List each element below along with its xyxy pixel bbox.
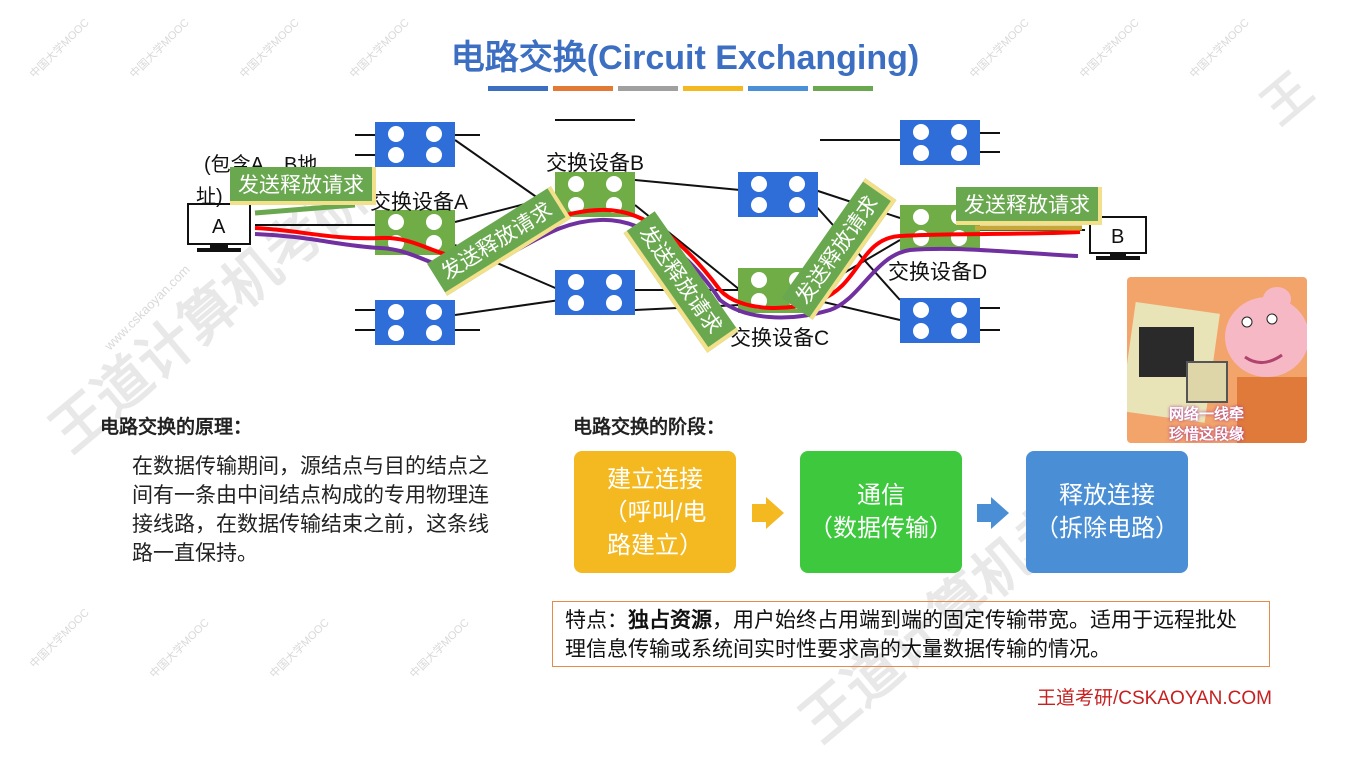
feature-box: 特点：独占资源，用户始终占用端到端的固定传输带宽。适用于远程批处理信息传输或系统…: [552, 601, 1270, 667]
stage-arrow-1: [752, 504, 766, 522]
stage-setup-line3: 路建立）: [606, 531, 703, 559]
switch-blue: [375, 300, 455, 345]
peppa-caption-1: 网络一线牵: [1169, 406, 1245, 423]
stage-release-line1: 释放连接: [1059, 482, 1155, 509]
switch-a-label: 交换设备A: [370, 191, 469, 214]
watermark: 中国大学MOOC: [267, 616, 332, 681]
feature-text: ，用户始终占用端到端的固定传输带宽。适用于远程批处理信息传输或系统间实时性要求高…: [565, 609, 1237, 661]
watermark: 中国大学MOOC: [407, 616, 472, 681]
switch-blue: [900, 298, 980, 343]
host-b-label: B: [1111, 226, 1125, 248]
principle-text: 在数据传输期间，源结点与目的结点之间有一条由中间结点构成的专用物理连接线路，在数…: [132, 455, 489, 565]
arrow-to-a: [254, 202, 356, 216]
peppa-pig-image: 网络一线牵 珍惜这段缘: [1127, 277, 1307, 443]
stage-comm-line2: （数据传输）: [809, 515, 953, 542]
watermark: 中国大学MOOC: [27, 606, 92, 671]
title-underline-bar: [618, 86, 678, 91]
release-request-flag: 发送释放请求: [956, 187, 1102, 225]
switch-c-label: 交换设备C: [730, 327, 830, 350]
switch-blue: [738, 172, 818, 217]
title-underline-bar: [683, 86, 743, 91]
switch-blue: [375, 122, 455, 167]
watermark: 中国大学MOOC: [147, 616, 212, 681]
stage-arrow-1-head: [766, 497, 784, 529]
principle-heading: 电路交换的原理：: [100, 417, 253, 438]
feature-bold: 独占资源: [628, 609, 712, 632]
stage-arrow-2-head: [991, 497, 1009, 529]
peppa-caption-2: 珍惜这段缘: [1169, 426, 1245, 443]
stage-release-line2: （拆除电路）: [1035, 515, 1179, 542]
feature-prefix: 特点：: [565, 609, 628, 632]
stages-heading: 电路交换的阶段：: [573, 417, 726, 438]
stage-setup-line1: 建立连接: [606, 465, 703, 493]
note-address-2: 址): [196, 186, 223, 208]
switch-blue: [900, 120, 980, 165]
footer-brand: 王道考研/CSKAOYAN.COM: [1036, 688, 1272, 709]
stage-arrow-2: [977, 504, 991, 522]
stage-setup-line2: （呼叫/电: [603, 498, 707, 526]
title-underline-bar: [488, 86, 548, 91]
stage-setup: 建立连接 （呼叫/电 路建立）: [574, 451, 736, 573]
host-a-icon: [187, 203, 251, 252]
links: [255, 119, 1085, 331]
title-underline-bar: [813, 86, 873, 91]
stage-communication: 通信 （数据传输）: [800, 451, 962, 573]
stage-comm-line1: 通信: [857, 482, 905, 509]
title-underline-bar: [553, 86, 613, 91]
page-title: 电路交换(Circuit Exchanging): [450, 39, 920, 77]
release-request-flag: 发送释放请求: [230, 167, 376, 205]
title-underline-bar: [748, 86, 808, 91]
switch-b-label: 交换设备B: [546, 152, 645, 175]
host-a-label: A: [212, 216, 226, 238]
switch-d-label: 交换设备D: [888, 261, 988, 284]
switch-blue: [555, 270, 635, 315]
stage-release: 释放连接 （拆除电路）: [1026, 451, 1188, 573]
